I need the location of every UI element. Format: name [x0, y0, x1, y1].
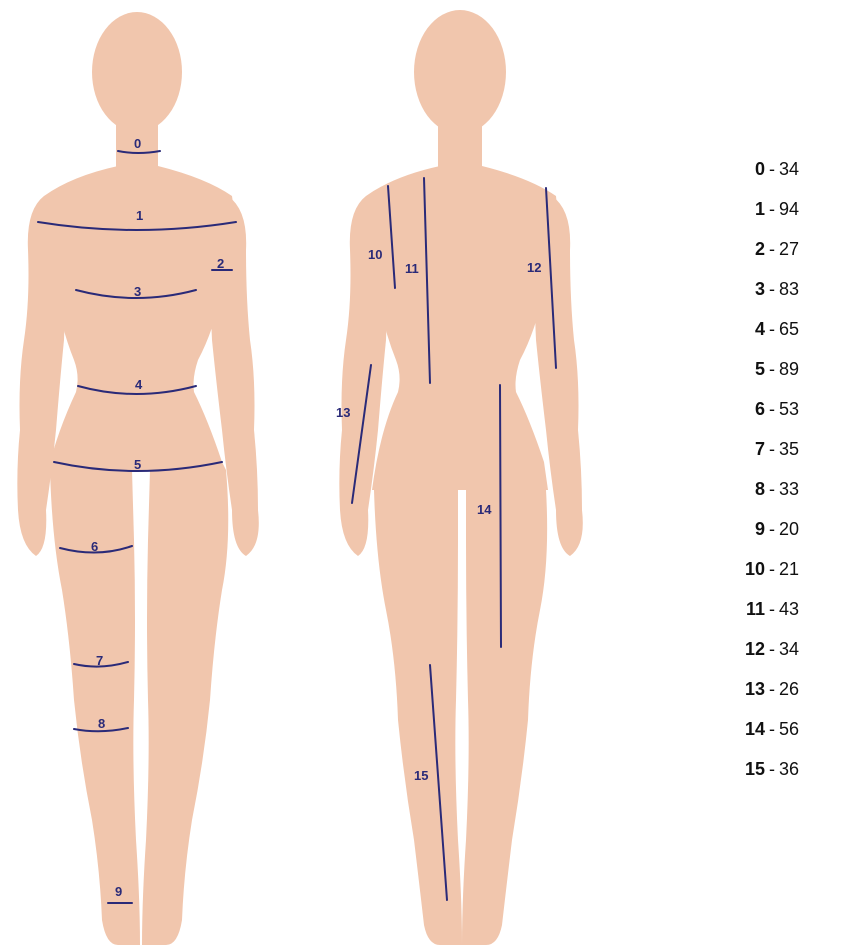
- measure-label-12: 12: [527, 260, 541, 275]
- legend-value: 43: [779, 598, 799, 620]
- legend-separator: -: [765, 238, 779, 260]
- legend-row: 12-34: [731, 638, 841, 678]
- legend-row: 15-36: [731, 758, 841, 798]
- legend-row: 0-34: [731, 158, 841, 198]
- front-figure: [17, 12, 258, 945]
- legend-row: 9-20: [731, 518, 841, 558]
- front-head: [92, 12, 182, 132]
- legend-number: 14: [731, 718, 765, 740]
- legend-separator: -: [765, 358, 779, 380]
- measure-label-1: 1: [136, 208, 143, 223]
- legend-number: 7: [731, 438, 765, 460]
- measure-label-10: 10: [368, 247, 382, 262]
- legend-number: 10: [731, 558, 765, 580]
- legend-row: 1-94: [731, 198, 841, 238]
- legend-value: 33: [779, 478, 799, 500]
- measure-label-14: 14: [477, 502, 492, 517]
- legend-separator: -: [765, 678, 779, 700]
- legend-value: 36: [779, 758, 799, 780]
- back-head: [414, 10, 506, 134]
- legend-number: 8: [731, 478, 765, 500]
- legend-value: 21: [779, 558, 799, 580]
- measurement-legend: 0-34 1-94 2-27 3-83 4-65 5-89 6-53 7-35 …: [731, 158, 841, 798]
- legend-row: 4-65: [731, 318, 841, 358]
- legend-value: 20: [779, 518, 799, 540]
- legend-separator: -: [765, 518, 779, 540]
- measure-label-7: 7: [96, 653, 103, 668]
- measure-label-6: 6: [91, 539, 98, 554]
- back-left-leg: [374, 490, 462, 945]
- measure-label-2: 2: [217, 256, 224, 271]
- front-right-leg: [142, 470, 228, 945]
- legend-row: 10-21: [731, 558, 841, 598]
- legend-value: 53: [779, 398, 799, 420]
- legend-number: 3: [731, 278, 765, 300]
- measure-label-15: 15: [414, 768, 428, 783]
- legend-value: 83: [779, 278, 799, 300]
- legend-value: 35: [779, 438, 799, 460]
- legend-number: 1: [731, 198, 765, 220]
- legend-row: 7-35: [731, 438, 841, 478]
- legend-number: 13: [731, 678, 765, 700]
- legend-separator: -: [765, 198, 779, 220]
- measure-label-8: 8: [98, 716, 105, 731]
- legend-value: 94: [779, 198, 799, 220]
- legend-separator: -: [765, 598, 779, 620]
- legend-number: 12: [731, 638, 765, 660]
- legend-row: 13-26: [731, 678, 841, 718]
- measure-label-13: 13: [336, 405, 350, 420]
- legend-value: 89: [779, 358, 799, 380]
- legend-separator: -: [765, 638, 779, 660]
- measure-label-9: 9: [115, 884, 122, 899]
- legend-separator: -: [765, 558, 779, 580]
- legend-value: 26: [779, 678, 799, 700]
- legend-number: 2: [731, 238, 765, 260]
- legend-row: 6-53: [731, 398, 841, 438]
- legend-number: 5: [731, 358, 765, 380]
- back-figure: [339, 10, 582, 945]
- legend-number: 9: [731, 518, 765, 540]
- legend-number: 11: [731, 598, 765, 620]
- legend-row: 5-89: [731, 358, 841, 398]
- measure-line-14: [500, 385, 501, 647]
- legend-value: 34: [779, 638, 799, 660]
- legend-separator: -: [765, 718, 779, 740]
- measure-label-5: 5: [134, 457, 141, 472]
- measure-label-0: 0: [134, 136, 141, 151]
- legend-row: 2-27: [731, 238, 841, 278]
- legend-number: 0: [731, 158, 765, 180]
- legend-separator: -: [765, 278, 779, 300]
- back-right-leg: [462, 490, 547, 945]
- legend-row: 11-43: [731, 598, 841, 638]
- legend-separator: -: [765, 478, 779, 500]
- legend-value: 56: [779, 718, 799, 740]
- legend-separator: -: [765, 158, 779, 180]
- legend-number: 6: [731, 398, 765, 420]
- legend-value: 27: [779, 238, 799, 260]
- legend-separator: -: [765, 758, 779, 780]
- legend-row: 8-33: [731, 478, 841, 518]
- legend-value: 65: [779, 318, 799, 340]
- legend-number: 15: [731, 758, 765, 780]
- measure-label-11: 11: [405, 261, 419, 276]
- legend-row: 14-56: [731, 718, 841, 758]
- measure-label-3: 3: [134, 284, 141, 299]
- legend-separator: -: [765, 318, 779, 340]
- legend-separator: -: [765, 438, 779, 460]
- legend-number: 4: [731, 318, 765, 340]
- legend-separator: -: [765, 398, 779, 420]
- legend-value: 34: [779, 158, 799, 180]
- measure-label-4: 4: [135, 377, 143, 392]
- legend-row: 3-83: [731, 278, 841, 318]
